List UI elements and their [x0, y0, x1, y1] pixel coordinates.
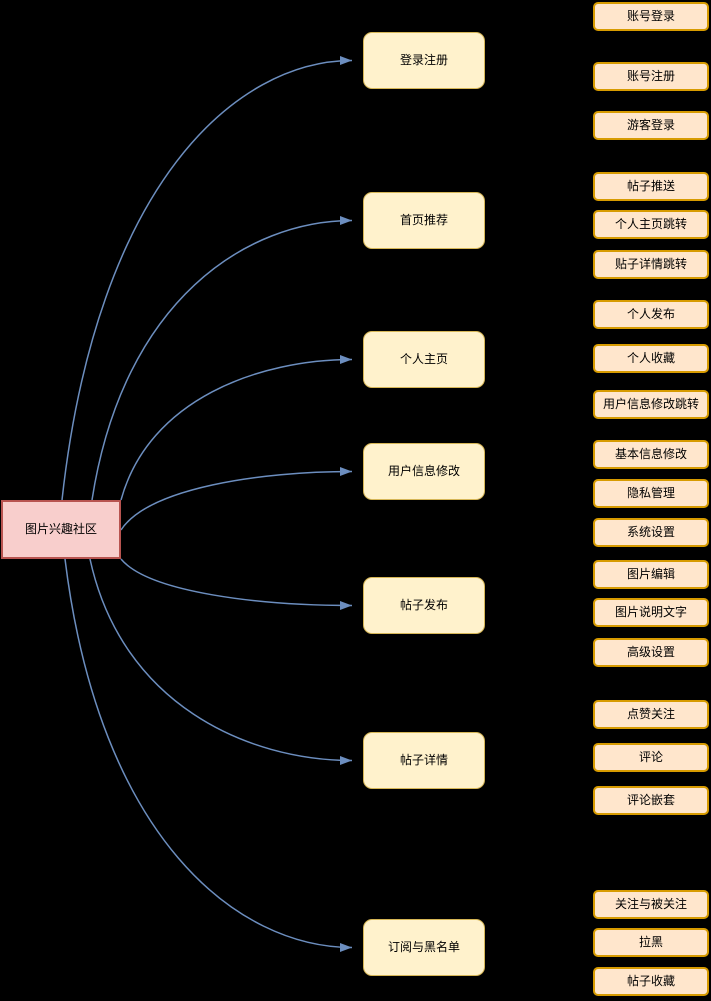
branch-node: 个人主页: [363, 331, 485, 388]
leaf-node: 系统设置: [593, 518, 709, 547]
branch-node: 帖子详情: [363, 732, 485, 789]
edge-arrow: [61, 56, 353, 501]
edge-arrow: [120, 355, 353, 501]
leaf-node: 高级设置: [593, 638, 709, 667]
leaf-node: 账号登录: [593, 2, 709, 31]
leaf-node: 贴子详情跳转: [593, 250, 709, 279]
leaf-node: 拉黑: [593, 928, 709, 957]
branch-node: 登录注册: [363, 32, 485, 89]
leaf-node: 个人收藏: [593, 344, 709, 373]
branch-node: 帖子发布: [363, 577, 485, 634]
edge-arrow: [120, 467, 353, 531]
leaf-node: 基本信息修改: [593, 440, 709, 469]
leaf-node: 评论嵌套: [593, 786, 709, 815]
leaf-node: 游客登录: [593, 111, 709, 140]
leaf-node: 帖子收藏: [593, 967, 709, 996]
leaf-node: 用户信息修改跳转: [593, 390, 709, 419]
leaf-node: 点赞关注: [593, 700, 709, 729]
leaf-node: 评论: [593, 743, 709, 772]
leaf-node: 隐私管理: [593, 479, 709, 508]
edge-arrow: [89, 558, 353, 765]
leaf-node: 图片编辑: [593, 560, 709, 589]
edge-arrow: [91, 216, 353, 501]
leaf-node: 关注与被关注: [593, 890, 709, 919]
leaf-node: 帖子推送: [593, 172, 709, 201]
leaf-node: 账号注册: [593, 62, 709, 91]
edge-arrow: [64, 558, 353, 952]
leaf-node: 个人主页跳转: [593, 210, 709, 239]
branch-node: 首页推荐: [363, 192, 485, 249]
root-node: 图片兴趣社区: [1, 500, 121, 559]
branch-node: 订阅与黑名单: [363, 919, 485, 976]
leaf-node: 个人发布: [593, 300, 709, 329]
branch-node: 用户信息修改: [363, 443, 485, 500]
leaf-node: 图片说明文字: [593, 598, 709, 627]
edge-arrow: [120, 558, 353, 610]
